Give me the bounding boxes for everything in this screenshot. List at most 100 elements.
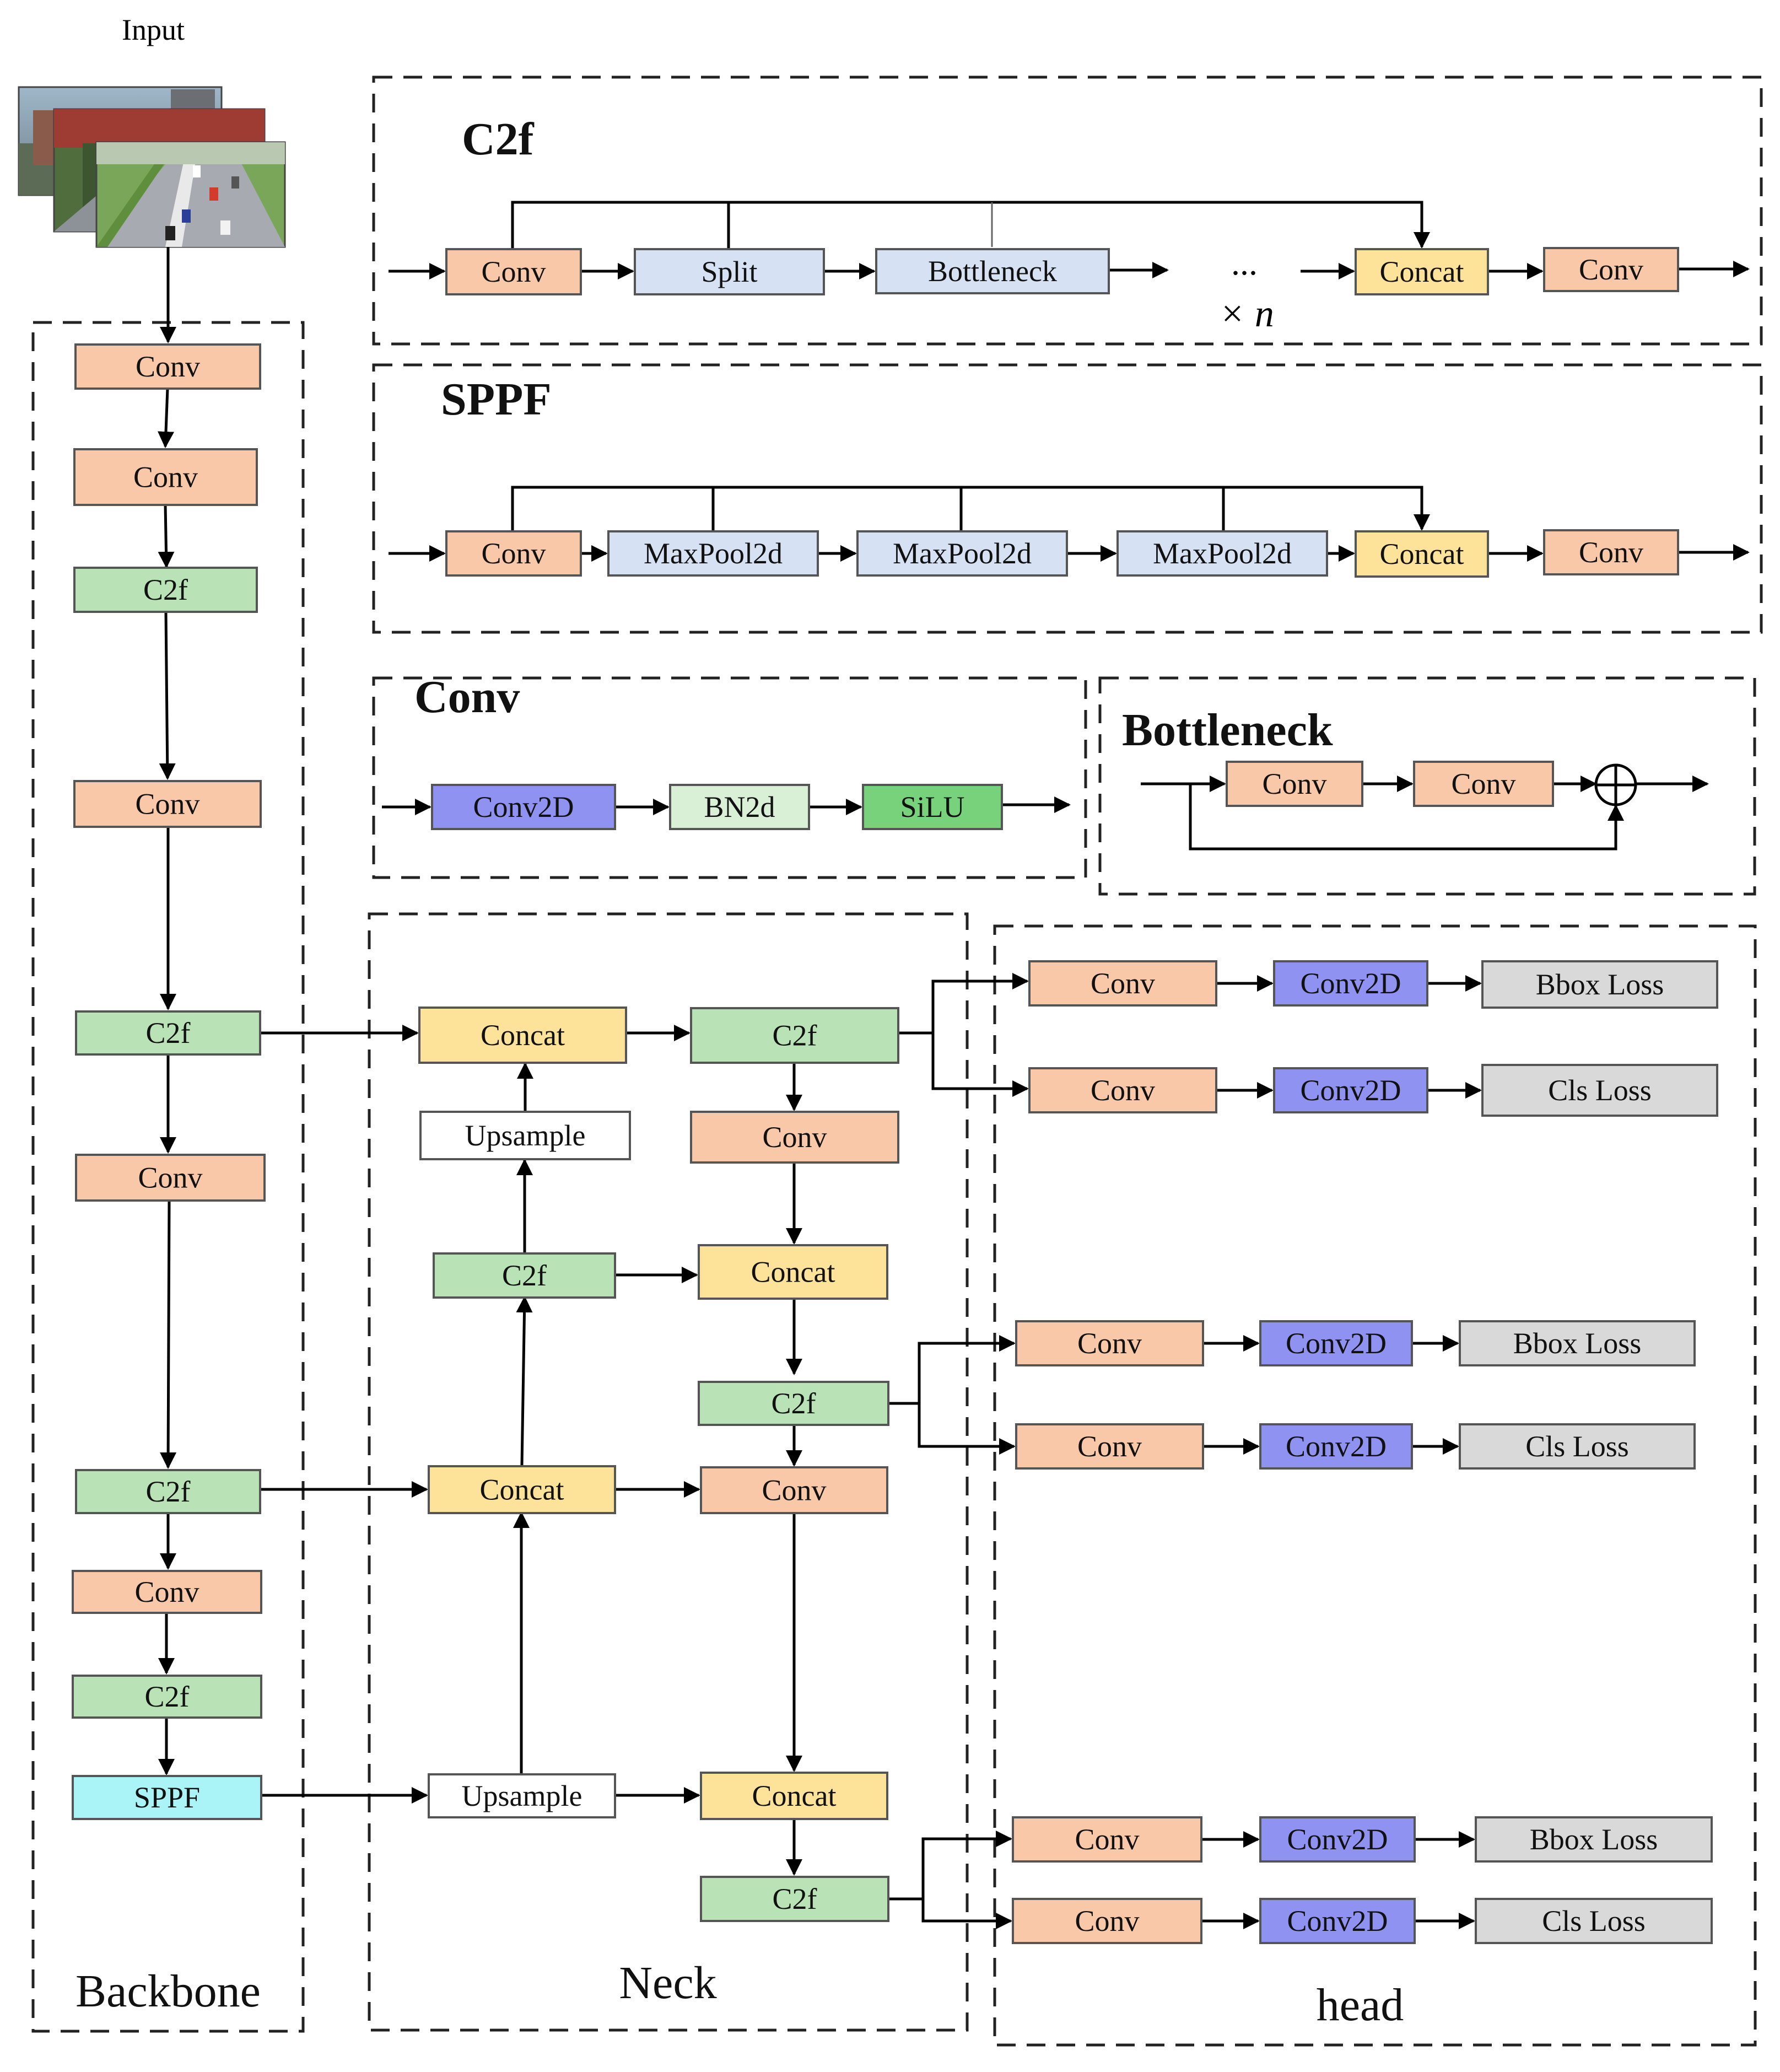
node-box [1475,1816,1713,1863]
node-label: Conv [1579,536,1643,569]
bottleneck-group-border [1098,676,1756,896]
node-conv-silu: SiLU [862,784,1003,830]
node-nk-concat4: Concat [700,1772,888,1820]
c2f-group-border [372,76,1763,346]
node-label: MaxPool2d [1153,537,1292,570]
node-box [1259,1816,1416,1863]
node-hd2-conv2d-b: Conv2D [1259,1423,1413,1470]
node-box [698,1381,889,1426]
node-label: Conv [481,255,546,288]
node-hd3-cls: Cls Loss [1475,1898,1713,1944]
node-hd2-conv-b: Conv [1015,1423,1204,1470]
node-label: Cls Loss [1542,1904,1646,1938]
node-label: C2f [502,1259,547,1292]
node-label: Cls Loss [1525,1430,1629,1463]
node-label: Conv [1579,253,1643,286]
node-box [418,1007,627,1064]
node-label: C2f [773,1882,817,1915]
node-label: C2f [143,573,188,606]
node-sppf-pool1: MaxPool2d [607,530,819,577]
node-box [1355,248,1489,295]
node-label: Conv [135,788,199,821]
node-label: MaxPool2d [893,537,1032,570]
node-label: Bottleneck [928,255,1057,288]
node-label: SPPF [134,1781,200,1814]
node-label: Conv [1075,1904,1139,1938]
node-nk-c2f-p3: C2f [690,1007,899,1064]
node-box [73,780,262,828]
conv-group-border [372,676,1087,879]
node-box [445,530,582,577]
node-label: Conv [134,1575,199,1608]
bottleneck-section-title: Bottleneck [1122,704,1333,756]
node-bb-c2f4: C2f [72,1675,262,1719]
node-label: Upsample [462,1779,582,1812]
node-hd3-conv-b: Conv [1012,1898,1202,1944]
node-box [875,248,1110,294]
node-label: Conv [762,1474,826,1507]
node-nk-c2f-p5: C2f [700,1876,889,1922]
node-box [1459,1423,1696,1470]
node-label: Conv [1262,767,1326,800]
node-box [428,1773,616,1818]
input-image-front [95,141,286,248]
node-box [73,448,258,506]
node-nk-c2f-p4: C2f [698,1381,889,1426]
node-hd1-cls: Cls Loss [1481,1064,1718,1117]
node-box [607,530,819,577]
node-label: Conv [1091,967,1155,1000]
node-hd1-conv2d-b: Conv2D [1273,1067,1428,1113]
node-nk-c2f1: C2f [433,1252,616,1299]
node-label: Conv [1091,1074,1155,1107]
node-label: Concat [751,1256,835,1289]
node-box [700,1466,888,1514]
node-nk-upsample2: Upsample [428,1773,616,1818]
node-hd2-conv2d-a: Conv2D [1259,1320,1413,1366]
node-bb-c2f2: C2f [75,1010,261,1056]
node-box [419,1111,631,1160]
node-nk-conv-a: Conv [690,1111,899,1164]
node-box [428,1465,616,1514]
node-hd2-conv-a: Conv [1015,1320,1204,1366]
neck-label: Neck [619,1957,716,2009]
node-conv-conv2d: Conv2D [431,784,616,830]
node-c2f-split: Split [634,248,825,295]
node-label: MaxPool2d [644,537,783,570]
node-box [1259,1423,1413,1470]
node-hd3-conv-a: Conv [1012,1816,1202,1863]
node-nk-upsample1: Upsample [419,1111,631,1160]
node-box [72,1775,262,1820]
node-bb-conv5: Conv [72,1570,262,1614]
node-hd1-conv2d-a: Conv2D [1273,960,1428,1007]
head-label: head [1317,1979,1404,2031]
node-nk-conv-b: Conv [700,1466,888,1514]
node-box [700,1876,889,1922]
node-box [690,1111,899,1164]
node-box [862,784,1003,830]
node-box [634,248,825,295]
node-c2f-concat: Concat [1355,248,1489,295]
node-box [856,530,1068,577]
node-label: Concat [481,1019,565,1052]
edge-lines [158,201,1750,1929]
node-box [1481,960,1718,1009]
node-label: Concat [1380,255,1464,288]
node-hd3-conv2d-a: Conv2D [1259,1816,1416,1863]
node-bb-c2f3: C2f [75,1469,261,1514]
node-hd1-conv-b: Conv [1028,1067,1217,1113]
node-label: Split [701,255,757,288]
node-label: C2f [773,1019,817,1052]
node-box [1028,960,1217,1007]
node-box [1273,1067,1428,1113]
node-box [1028,1067,1217,1113]
node-hd2-bbox: Bbox Loss [1459,1320,1696,1366]
node-label: Conv [1451,767,1515,800]
c2f-section-title: C2f [462,114,535,165]
neck-group-border [368,912,969,2032]
node-label: Conv [1077,1327,1142,1360]
node-box [1012,1898,1202,1944]
node-box [1355,530,1489,578]
node-label: Cls Loss [1548,1074,1652,1107]
node-bn-conv1: Conv [1226,761,1363,807]
